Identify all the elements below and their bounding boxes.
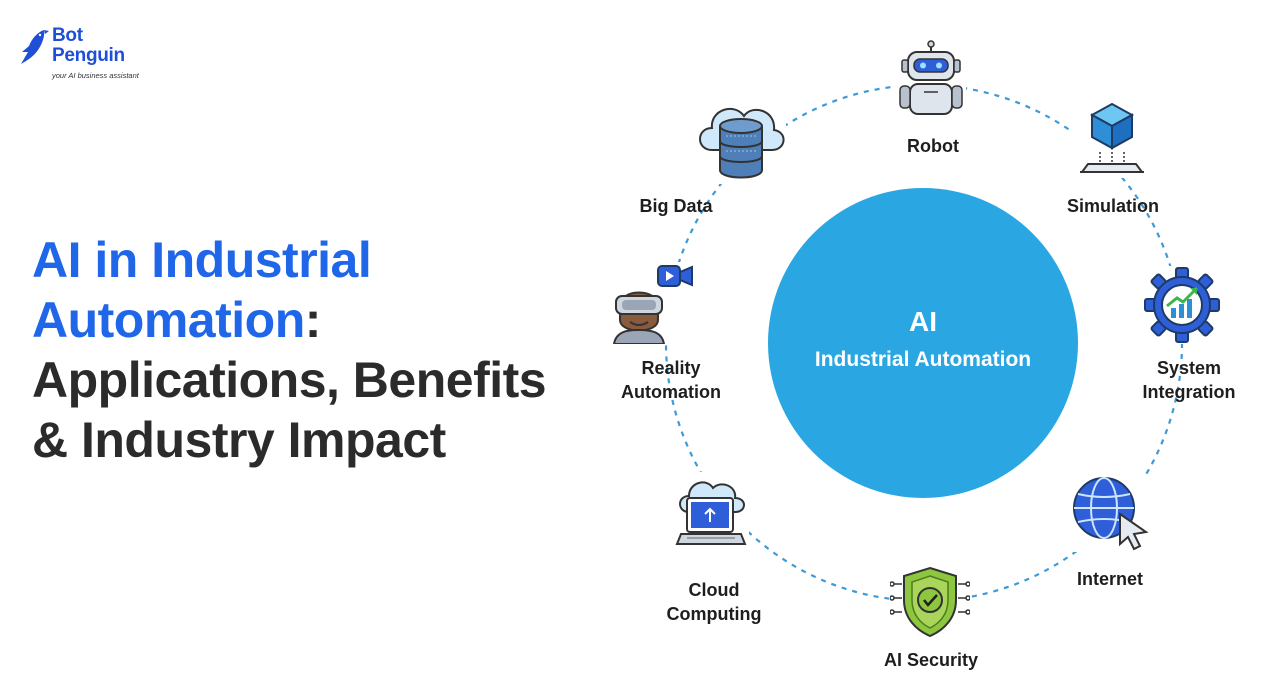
title-part-2: Automation (32, 292, 305, 348)
title-part-1: AI in Industrial (32, 232, 372, 288)
shield-check-icon (890, 564, 970, 640)
node-label-cloud-computing-line1: Cloud (688, 580, 740, 600)
center-subtitle: Industrial Automation (814, 348, 1032, 371)
node-label-reality-automation: Reality Automation (606, 356, 736, 404)
node-label-cloud-computing: Cloud Computing (656, 578, 772, 626)
cube-icon (1072, 98, 1152, 178)
globe-cursor-icon (1070, 474, 1150, 552)
node-label-reality-automation-line2: Automation (621, 382, 721, 402)
node-label-reality-automation-line1: Reality (641, 358, 701, 378)
title-part-3: Applications, Benefits (32, 352, 547, 408)
title-part-4: & Industry Impact (32, 412, 446, 468)
page-title: AI in Industrial Automation: Application… (32, 230, 602, 470)
penguin-logo-icon (21, 30, 49, 64)
title-colon: : (304, 292, 322, 348)
brand-name-line1: Bot (52, 25, 83, 46)
node-label-system-integration: System Integration (1130, 356, 1248, 404)
gear-chart-icon (1143, 266, 1221, 344)
node-label-cloud-computing-line2: Computing (666, 604, 762, 624)
cloud-laptop-icon (673, 472, 749, 552)
node-label-internet: Internet (1076, 569, 1143, 589)
node-label-big-data: Big Data (639, 196, 713, 216)
node-label-system-integration-line1: System (1156, 358, 1222, 378)
robot-icon (896, 40, 966, 120)
brand-logo[interactable]: Bot Penguin your AI business assistant (18, 26, 158, 82)
center-circle: AI Industrial Automation (768, 188, 1078, 498)
brand-name-line2: Penguin (52, 45, 125, 66)
node-label-robot: Robot (907, 136, 959, 156)
vr-headset-icon (612, 262, 696, 344)
node-label-simulation: Simulation (1066, 196, 1159, 216)
node-label-system-integration-line2: Integration (1142, 382, 1236, 402)
cloud-database-icon (696, 100, 786, 184)
node-label-ai-security: AI Security (883, 650, 979, 670)
brand-tagline: your AI business assistant (52, 71, 139, 80)
center-title: AI (909, 306, 937, 337)
